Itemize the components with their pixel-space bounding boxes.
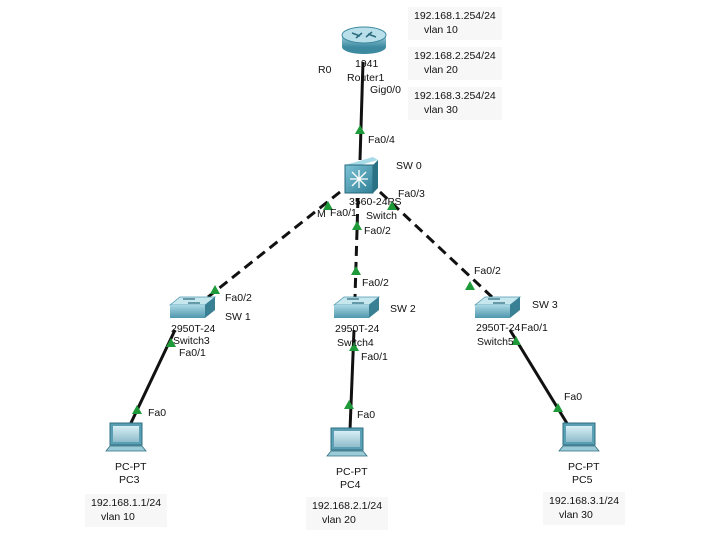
switch-icon-sw2[interactable] xyxy=(332,296,381,318)
port-sw1-fa01: Fa0/1 xyxy=(179,347,206,359)
pc5-type: PC-PT xyxy=(568,461,600,473)
port-core-fa04: Fa0/4 xyxy=(368,134,395,146)
port-pc3-fa0: Fa0 xyxy=(148,407,167,419)
sw2-label: SW 2 xyxy=(390,303,416,315)
status-up-icon xyxy=(351,266,361,275)
note-ip: 192.168.2.254/24 xyxy=(414,50,496,62)
pc5-name: PC5 xyxy=(572,474,593,486)
port-core-fa03: Fa0/3 xyxy=(398,188,425,200)
pc3-note: 192.168.1.1/24 vlan 10 xyxy=(85,494,168,527)
pc-icon-pc5[interactable] xyxy=(558,422,600,452)
note-ip: 192.168.1.254/24 xyxy=(414,10,496,22)
note-vlan: vlan 10 xyxy=(424,24,458,36)
pc4-name: PC4 xyxy=(340,479,361,491)
core-switch-name: Switch xyxy=(366,210,397,222)
note-ip: 192.168.2.1/24 xyxy=(312,500,383,512)
pc5-note: 192.168.3.1/24 vlan 30 xyxy=(543,492,626,525)
sw3-model: 2950T-24 xyxy=(476,322,521,334)
router-note-vlan20: 192.168.2.254/24 vlan 20 xyxy=(408,47,502,80)
status-up-icon xyxy=(166,338,176,347)
pc-icon-pc3[interactable] xyxy=(105,422,147,452)
router-note-vlan10: 192.168.1.254/24 vlan 10 xyxy=(408,7,502,40)
sw2-name: Switch4 xyxy=(337,337,374,349)
sw1-name: Switch3 xyxy=(173,335,210,347)
router-name: Router1 xyxy=(347,72,385,84)
switch-icon-sw3[interactable] xyxy=(473,296,522,318)
link-core-sw3[interactable] xyxy=(378,190,494,299)
pc3-type: PC-PT xyxy=(115,461,147,473)
pc4-note: 192.168.2.1/24 vlan 20 xyxy=(306,497,389,530)
status-up-icon xyxy=(349,342,359,351)
port-sw3-fa02: Fa0/2 xyxy=(474,265,501,277)
router-icon[interactable] xyxy=(341,26,387,54)
status-up-icon xyxy=(352,221,362,230)
link-status-indicators xyxy=(132,125,563,414)
router-note-vlan30: 192.168.3.254/24 vlan 30 xyxy=(408,87,502,120)
status-up-icon xyxy=(132,405,142,414)
status-up-icon xyxy=(511,336,521,345)
link-core-sw2[interactable] xyxy=(353,197,360,298)
port-pc5-fa0: Fa0 xyxy=(564,391,583,403)
link-router-core[interactable] xyxy=(358,61,365,161)
sw3-name: Switch5 xyxy=(477,336,514,348)
status-up-icon xyxy=(355,125,365,134)
port-core-m: M xyxy=(317,208,326,220)
pc-icon-pc4[interactable] xyxy=(326,427,368,457)
core-switch-model: 3560-24PS xyxy=(349,196,402,208)
router-label: R0 xyxy=(318,64,332,76)
note-vlan: vlan 20 xyxy=(322,514,356,526)
multilayer-switch-icon[interactable] xyxy=(344,157,378,194)
sw1-model: 2950T-24 xyxy=(171,323,216,335)
sw1-label: SW 1 xyxy=(225,311,251,323)
status-up-icon xyxy=(210,285,220,294)
note-ip: 192.168.1.1/24 xyxy=(91,497,162,509)
sw2-model: 2950T-24 xyxy=(335,323,380,335)
port-sw2-fa02: Fa0/2 xyxy=(362,277,389,289)
core-switch-label: SW 0 xyxy=(396,160,422,172)
switch-icon-sw1[interactable] xyxy=(168,296,217,318)
port-core-fa02: Fa0/2 xyxy=(364,225,391,237)
port-core-fa01: Fa0/1 xyxy=(330,207,357,219)
port-pc4-fa0: Fa0 xyxy=(357,409,376,421)
link-core-sw1[interactable] xyxy=(207,190,341,299)
status-up-icon xyxy=(387,201,397,210)
note-ip: 192.168.3.1/24 xyxy=(549,495,620,507)
status-up-icon xyxy=(553,403,563,412)
note-vlan: vlan 10 xyxy=(101,511,135,523)
links xyxy=(128,61,570,431)
note-vlan: vlan 20 xyxy=(424,64,458,76)
sw3-label: SW 3 xyxy=(532,299,558,311)
pc3-name: PC3 xyxy=(119,474,140,486)
note-vlan: vlan 30 xyxy=(559,509,593,521)
router-model: 1941 xyxy=(355,58,379,70)
port-sw2-fa01: Fa0/1 xyxy=(361,351,388,363)
port-router-gig: Gig0/0 xyxy=(370,84,401,96)
pc4-type: PC-PT xyxy=(336,466,368,478)
status-up-icon xyxy=(344,400,354,409)
note-ip: 192.168.3.254/24 xyxy=(414,90,496,102)
note-vlan: vlan 30 xyxy=(424,104,458,116)
port-sw3-fa01: Fa0/1 xyxy=(521,322,548,334)
status-up-icon xyxy=(465,281,475,290)
port-sw1-fa02: Fa0/2 xyxy=(225,292,252,304)
status-up-icon xyxy=(323,201,333,210)
